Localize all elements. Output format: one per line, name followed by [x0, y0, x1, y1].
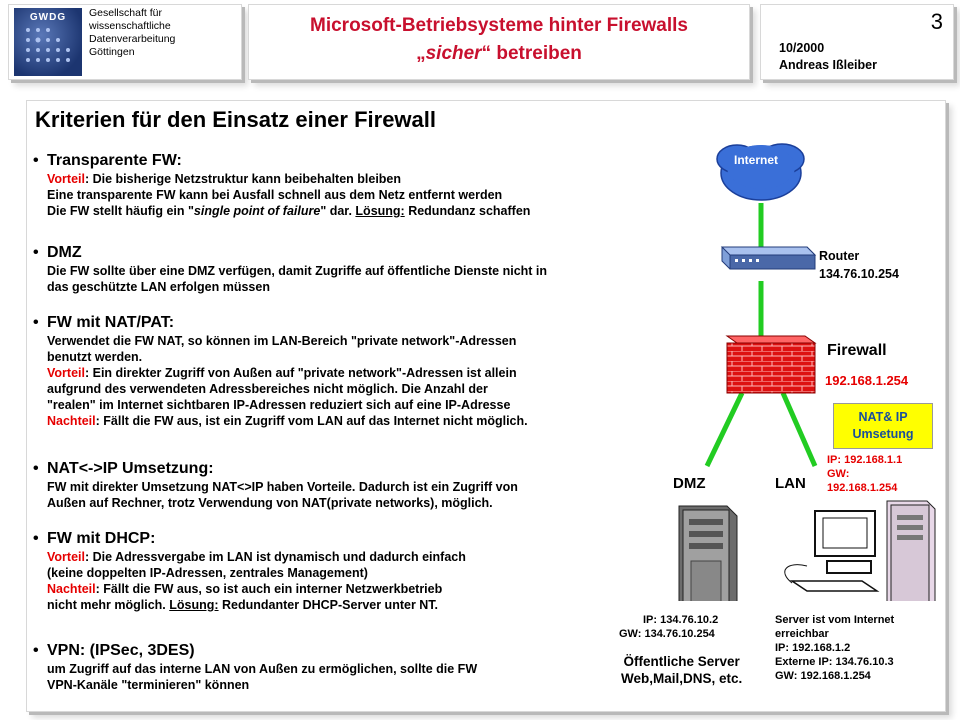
- section-heading: FW mit DHCP:: [33, 529, 693, 549]
- section-body: Verwendet die FW NAT, so können im LAN-B…: [47, 334, 528, 428]
- router-label: Router: [819, 249, 860, 263]
- page-heading: Kriterien für den Einsatz einer Firewall: [35, 107, 436, 132]
- slide-title-line1: Microsoft-Betriebsysteme hinter Firewall…: [310, 15, 688, 36]
- link-firewall-lan: [780, 391, 818, 468]
- section-nat-ip: NAT<->IP Umsetzung: FW mit direkter Umse…: [33, 459, 693, 511]
- meta-panel: 3 10/2000 Andreas Ißleiber: [760, 4, 954, 80]
- section-dhcp: FW mit DHCP: Vorteil: Die Adressvergabe …: [33, 529, 693, 613]
- lan-label: LAN: [775, 475, 806, 492]
- internet-cloud-icon: [716, 143, 805, 201]
- content-panel: Kriterien für den Einsatz einer Firewall…: [26, 100, 946, 712]
- firewall-ip: 192.168.1.254: [825, 373, 909, 388]
- section-heading: DMZ: [33, 243, 693, 263]
- section-body: Vorteil: Die Adressvergabe im LAN ist dy…: [47, 550, 466, 612]
- section-heading: VPN: (IPSec, 3DES): [33, 641, 693, 661]
- nat-box: NAT& IP Umsetung: [833, 403, 933, 449]
- section-dmz: DMZ Die FW sollte über eine DMZ verfügen…: [33, 243, 693, 295]
- lan-server-icon: [886, 500, 936, 601]
- logo-text: GWDG: [29, 12, 67, 23]
- logo-dots-icon: [26, 28, 70, 62]
- public-servers-label: Öffentliche Server Web,Mail,DNS, etc.: [621, 654, 743, 686]
- section-nat-pat: FW mit NAT/PAT: Verwendet die FW NAT, so…: [33, 313, 693, 429]
- router-icon: [720, 246, 817, 270]
- link-firewall-dmz: [704, 391, 745, 468]
- lan-ip-block: IP: 192.168.1.1 GW: 192.168.1.254: [827, 454, 903, 494]
- dmz-server-icon: [678, 505, 738, 601]
- network-diagram: [678, 143, 936, 601]
- author: Andreas Ißleiber: [779, 58, 877, 72]
- section-body: Vorteil: Die bisherige Netzstruktur kann…: [47, 172, 531, 218]
- section-body: um Zugriff auf das interne LAN von Außen…: [47, 662, 478, 692]
- router-ip: 134.76.10.254: [819, 267, 899, 281]
- org-line: Gesellschaft für: [89, 7, 162, 19]
- date: 10/2000: [779, 41, 825, 55]
- internet-label: Internet: [734, 153, 779, 167]
- org-line: Datenverarbeitung: [89, 33, 176, 45]
- section-body: Die FW sollte über eine DMZ verfügen, da…: [47, 264, 548, 294]
- section-body: FW mit direkter Umsetzung NAT<>IP haben …: [47, 480, 518, 510]
- gwdg-logo: GWDG: [14, 8, 82, 76]
- org-header-panel: GWDG Gesellschaft für wissenschaftliche …: [8, 4, 242, 80]
- firewall-icon: [725, 335, 817, 394]
- dmz-label: DMZ: [673, 475, 706, 492]
- slide-title-line2: „sicher“ betreiben: [416, 43, 582, 64]
- section-heading: FW mit NAT/PAT:: [33, 313, 693, 333]
- page-number: 3: [930, 9, 943, 34]
- org-name: Gesellschaft für wissenschaftliche Daten…: [89, 7, 175, 59]
- section-heading: Transparente FW:: [33, 151, 693, 171]
- org-line: wissenschaftliche: [89, 20, 171, 32]
- section-transparent-fw: Transparente FW: Vorteil: Die bisherige …: [33, 151, 693, 219]
- section-vpn: VPN: (IPSec, 3DES) um Zugriff auf das in…: [33, 641, 693, 693]
- org-line: Göttingen: [89, 46, 135, 58]
- dmz-ip-block: IP: 134.76.10.2 GW: 134.76.10.254: [619, 614, 719, 640]
- firewall-label: Firewall: [827, 342, 887, 359]
- section-heading: NAT<->IP Umsetzung:: [33, 459, 693, 479]
- lan-workstation-icon: [784, 510, 880, 592]
- title-panel: Microsoft-Betriebsysteme hinter Firewall…: [248, 4, 750, 80]
- lan-server-info: Server ist vom Internet erreichbar IP: 1…: [775, 614, 895, 682]
